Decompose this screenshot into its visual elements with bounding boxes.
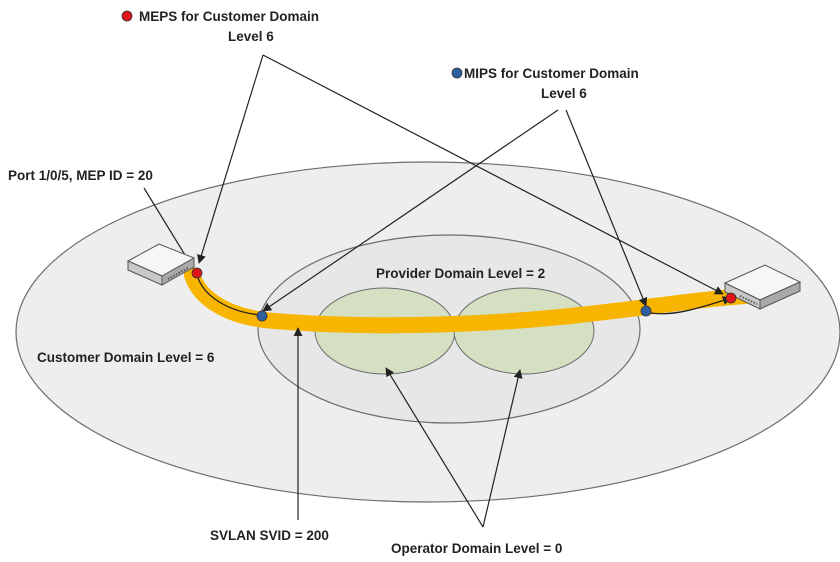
mips-label-line2: Level 6	[541, 86, 587, 101]
customer-domain-label: Customer Domain Level = 6	[37, 350, 215, 365]
switch-icon-right	[723, 264, 802, 310]
mep-mip-link-left	[196, 274, 262, 316]
port-label: Port 1/0/5, MEP ID = 20	[8, 168, 153, 183]
mip-point-right	[640, 305, 652, 317]
meps-label-line2: Level 6	[228, 29, 274, 44]
svlan-label: SVLAN SVID = 200	[210, 528, 329, 543]
mips-callout-line-right	[565, 109, 648, 307]
switch-icon-left	[126, 243, 196, 286]
mips-label-line1: MIPS for Customer Domain	[464, 66, 639, 81]
operator-callout-line-right	[482, 369, 523, 528]
meps-callout-line-left	[197, 54, 264, 264]
provider-domain-label: Provider Domain Level = 2	[376, 266, 545, 281]
mep-mip-link-right	[645, 296, 732, 315]
mips-legend-marker	[451, 67, 463, 79]
svlan-path	[184, 267, 753, 334]
meps-label-line1: MEPS for Customer Domain	[139, 9, 319, 24]
meps-legend-marker	[121, 10, 133, 22]
mep-point-right	[725, 292, 737, 304]
mip-point-left	[256, 310, 268, 322]
mep-point-left	[191, 267, 203, 279]
operator-domain-label: Operator Domain Level = 0	[391, 541, 562, 556]
operator-callout-line-left	[385, 367, 484, 528]
meps-callout-line-right	[262, 54, 724, 295]
mips-callout-line-left	[262, 109, 559, 312]
